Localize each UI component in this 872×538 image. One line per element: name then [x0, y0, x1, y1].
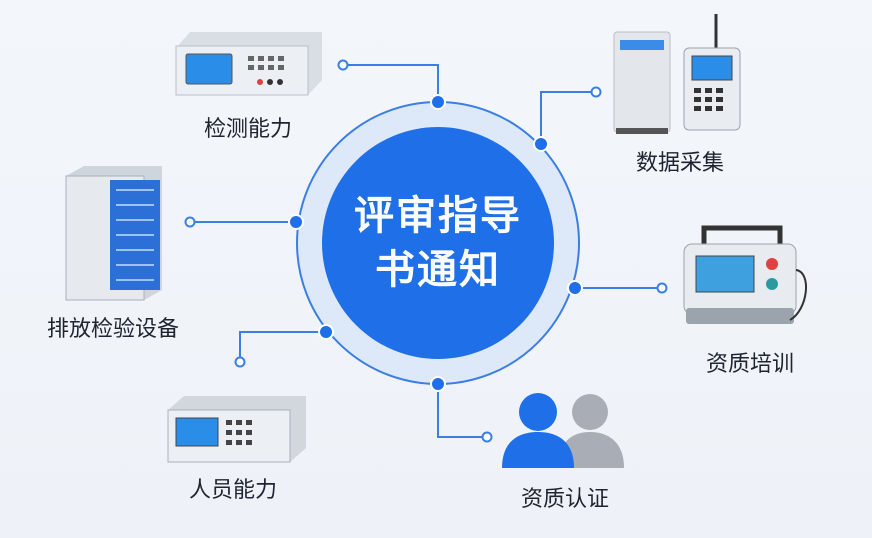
center-circle [322, 127, 554, 359]
ring-dots [288, 94, 583, 392]
data-logger-icon [613, 14, 741, 134]
connector-top [347, 64, 439, 102]
center-title: 评审指导 书通知 [354, 189, 522, 297]
node-label-qualification-certification: 资质认证 [520, 487, 610, 512]
analyzer-device-icon [683, 225, 808, 324]
connector-lower-left [239, 331, 326, 358]
connector-upper-right [540, 91, 592, 144]
node-label-data-collection: 数据采集 [635, 151, 725, 176]
node-label-emission-equipment: 排放检验设备 [46, 317, 180, 342]
test-instrument-icon [175, 32, 322, 96]
connector-bottom [437, 384, 483, 438]
people-icon [502, 393, 624, 468]
center-title-line1: 评审指导 [354, 193, 522, 239]
endpoint-circles [184, 59, 668, 443]
connectors [194, 64, 658, 438]
server-cabinet-icon [65, 166, 162, 301]
node-label-personnel-capability: 人员能力 [188, 478, 278, 503]
instrument-panel-icon [167, 396, 306, 463]
node-label-testing-capability: 检测能力 [203, 117, 293, 142]
center-title-line2: 书通知 [375, 247, 501, 293]
node-label-qualification-training: 资质培训 [705, 352, 795, 377]
